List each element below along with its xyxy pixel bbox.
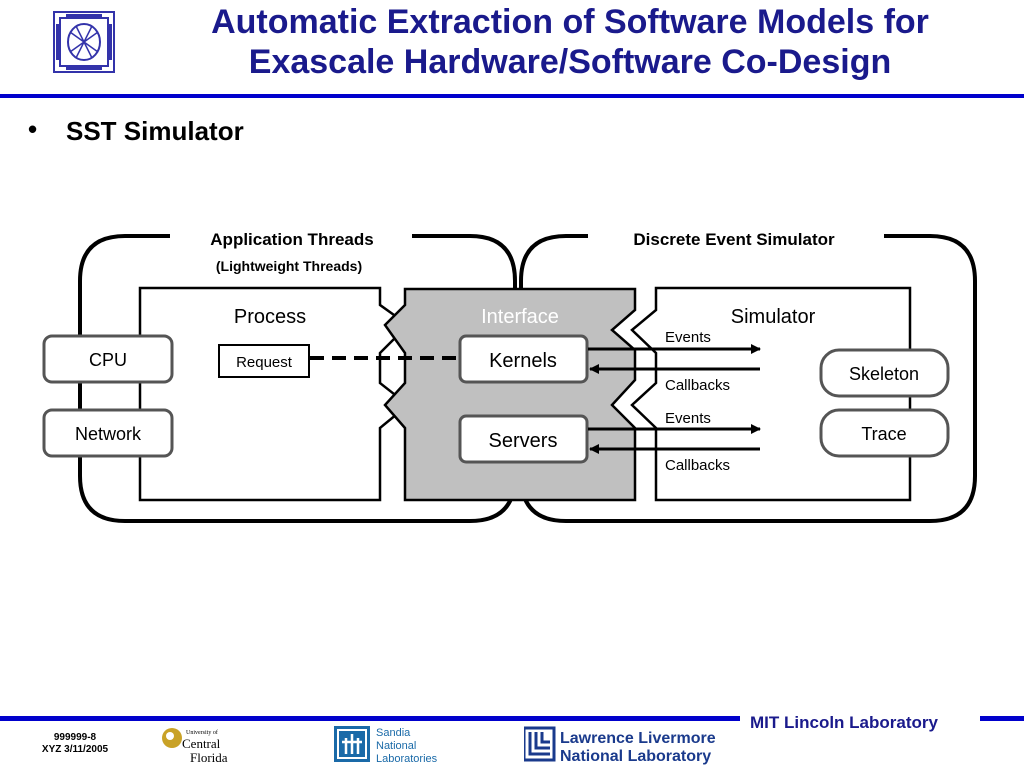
slide-title-line-2: Exascale Hardware/Software Co-Design bbox=[248, 43, 892, 81]
network-label: Network bbox=[75, 424, 142, 444]
network-box bbox=[42, 408, 174, 458]
sandia-logo-icon: Sandia National Laboratories bbox=[334, 726, 438, 765]
discrete-event-simulator-panel bbox=[519, 234, 977, 523]
footer-lab-name: MIT Lincoln Laboratory bbox=[750, 713, 938, 732]
process-box bbox=[138, 286, 410, 502]
llnl-line-2: National Laboratory bbox=[560, 748, 711, 765]
footer-slide-id: 999999-8 XYZ 3/11/2005 bbox=[20, 732, 130, 756]
events-label-2: Events bbox=[665, 410, 711, 427]
servers-box bbox=[458, 414, 589, 464]
mit-ll-logo-icon bbox=[53, 11, 115, 73]
footer-id-line-2: XYZ 3/11/2005 bbox=[41, 744, 109, 755]
trace-box bbox=[819, 408, 950, 458]
ucf-logo-icon: University of Central Florida bbox=[162, 728, 228, 765]
events-label-1: Events bbox=[665, 329, 711, 346]
sandia-line-3: Laboratories bbox=[376, 753, 438, 765]
ucf-small-text: University of bbox=[186, 729, 218, 736]
discrete-event-simulator-label: Discrete Event Simulator bbox=[633, 230, 835, 249]
sandia-line-1: Sandia bbox=[376, 727, 411, 739]
footer-rule-right bbox=[980, 716, 1024, 721]
footer-rule-left bbox=[0, 716, 740, 721]
header-rule bbox=[0, 94, 1024, 98]
kernels-label: Kernels bbox=[489, 350, 557, 372]
application-threads-label: Application Threads bbox=[210, 230, 373, 249]
simulator-label: Simulator bbox=[731, 306, 816, 328]
cpu-box bbox=[42, 334, 174, 384]
servers-label: Servers bbox=[489, 430, 558, 452]
callbacks-label-2: Callbacks bbox=[665, 457, 730, 474]
interface-label: Interface bbox=[481, 306, 559, 328]
lightweight-threads-label: (Lightweight Threads) bbox=[216, 258, 362, 274]
footer-id-line-1: 999999-8 bbox=[53, 732, 97, 743]
skeleton-label: Skeleton bbox=[849, 364, 919, 384]
bullet-text: SST Simulator bbox=[66, 116, 244, 146]
callbacks-label-1: Callbacks bbox=[665, 377, 730, 394]
llnl-logo-icon: Lawrence Livermore National Laboratory bbox=[524, 726, 716, 765]
cpu-label: CPU bbox=[89, 350, 127, 370]
process-label: Process bbox=[234, 306, 306, 328]
skeleton-box bbox=[819, 348, 950, 398]
application-threads-panel bbox=[78, 234, 517, 523]
llnl-line-1: Lawrence Livermore bbox=[560, 730, 716, 747]
trace-label: Trace bbox=[861, 424, 906, 444]
slide-title-line-1: Automatic Extraction of Software Models … bbox=[211, 3, 929, 41]
bullet-dot: • bbox=[28, 114, 38, 144]
kernels-box bbox=[458, 334, 589, 384]
ucf-florida-text: Florida bbox=[190, 750, 228, 765]
request-box bbox=[218, 344, 310, 378]
sandia-line-2: National bbox=[376, 740, 416, 752]
ucf-central-text: Central bbox=[182, 736, 221, 751]
request-label: Request bbox=[236, 354, 293, 371]
